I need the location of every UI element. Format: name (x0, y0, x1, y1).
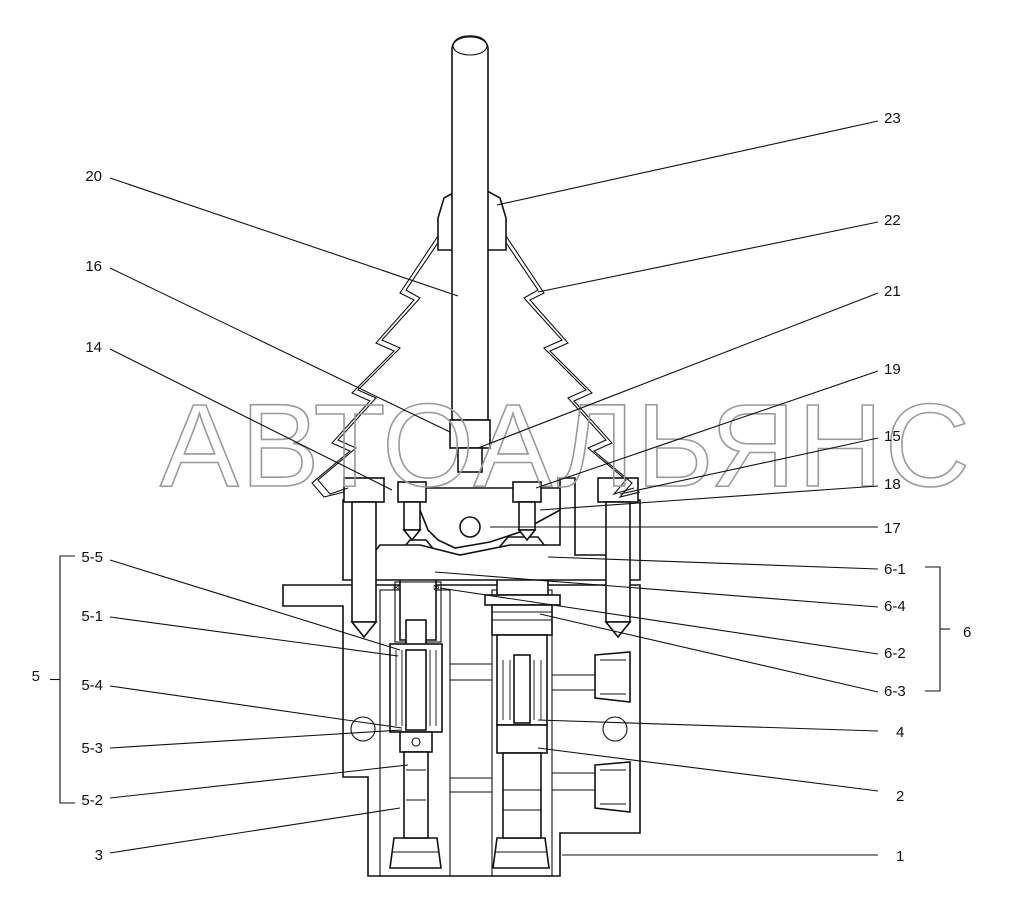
leader-line-c15 (619, 437, 879, 495)
group-bracket-layer: 56 (32, 555, 971, 804)
leader-line-c19 (535, 370, 879, 489)
group-label-g6: 6 (963, 624, 971, 641)
leader-line-c61 (547, 556, 879, 570)
callout-label-c2: 2 (896, 788, 904, 805)
bracket-g6 (925, 566, 941, 692)
leader-line-c62 (439, 587, 879, 655)
callout-label-c62: 6-2 (884, 645, 906, 662)
callout-label-c54: 5-4 (81, 677, 103, 694)
callout-label-c61: 6-1 (884, 561, 906, 578)
callout-label-c51: 5-1 (81, 608, 103, 625)
callout-label-c19: 19 (884, 361, 901, 378)
bracket-g5 (59, 555, 75, 804)
callout-label-c17: 17 (884, 520, 901, 537)
leader-line-c55 (109, 559, 401, 651)
callout-label-c1: 1 (896, 848, 904, 865)
callout-label-c22: 22 (884, 212, 901, 229)
svg-text:⊠: ⊠ (433, 583, 440, 592)
leader-line-c3 (109, 807, 401, 854)
callout-label-c18: 18 (884, 476, 901, 493)
leader-line-c53 (109, 729, 403, 749)
callout-label-c20: 20 (85, 168, 102, 185)
callout-label-c3: 3 (95, 847, 103, 864)
control-lever (437, 35, 507, 473)
leader-line-c14 (109, 348, 393, 491)
leader-line-c20 (109, 177, 459, 297)
leader-line-c16 (109, 267, 451, 433)
callout-label-c53: 5-3 (81, 740, 103, 757)
callout-label-c64: 6-4 (884, 598, 906, 615)
callout-label-c16: 16 (85, 258, 102, 275)
leader-line-c63 (539, 613, 879, 693)
callout-label-c15: 15 (884, 428, 901, 445)
callout-label-c52: 5-2 (81, 792, 103, 809)
valve-housing (282, 584, 641, 877)
port-fittings (594, 651, 631, 813)
callout-label-c4: 4 (896, 724, 904, 741)
mounting-bolts (343, 477, 639, 639)
leader-line-c21 (477, 292, 879, 449)
watermark-text: АВТОАЛЬЯНС (160, 380, 972, 512)
callout-label-c55: 5-5 (81, 549, 103, 566)
group-label-g5: 5 (32, 668, 40, 685)
callout-label-c14: 14 (85, 339, 102, 356)
callout-label-c23: 23 (884, 110, 901, 127)
leader-line-c51 (109, 616, 399, 657)
leader-line-c18 (539, 485, 879, 511)
leader-line-c23 (496, 120, 879, 206)
leader-line-c4 (537, 719, 879, 732)
callout-layer: 232022162114191518175-56-16-45-16-26-35-… (81, 110, 905, 865)
rubber-boot (311, 227, 641, 498)
leader-line-c22 (537, 221, 879, 293)
adjuster-screws (397, 481, 542, 542)
callout-label-c63: 6-3 (884, 683, 906, 700)
leader-line-c64 (434, 571, 879, 608)
callout-label-c21: 21 (884, 283, 901, 300)
leader-line-c54 (109, 685, 403, 729)
leader-line-c2 (537, 747, 879, 792)
svg-text:⊠: ⊠ (393, 583, 400, 592)
leader-line-c52 (109, 764, 409, 799)
